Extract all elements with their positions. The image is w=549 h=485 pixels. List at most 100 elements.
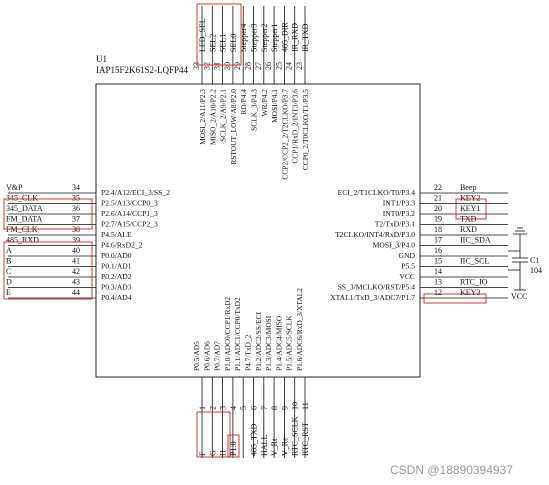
pin-number-43: 43 [72,278,80,287]
pin-number-44: 44 [72,288,80,297]
net-label-345-data: 345_DATA [6,204,43,213]
net-label-beep: Beep [460,183,476,192]
net-label-c: C [6,267,11,276]
pin-number-14: 14 [434,267,442,276]
pin-number-20: 20 [434,204,442,213]
net-label-stepper3: Stepper3 [250,24,259,52]
pin-number-32: 32 [202,62,211,70]
pin-name-9: P1.4/ADC4/MISO [274,315,283,371]
net-label-b: B [6,257,11,266]
pin-name-2: P0.6/AD6 [202,341,211,371]
net-label-fm-data: FM_DATA [6,215,42,224]
pin-number-39: 39 [72,236,80,245]
pin-name-25: CCP2/CCP2_2/T2CLKO/P3.7 [280,89,289,180]
net-label-rtc-sclk: RTC_SCLK [291,416,300,456]
pin-name-12: XTAL1/TxD_3/ADC7/P1.7 [330,293,415,302]
top-pin-group: 33MOSI_2/A11/P2.3LED_SEL32MISO_2/A10/P2.… [192,3,310,180]
net-label-key3: KEY3 [460,288,480,297]
pin-name-1: P0.5/AD5 [192,341,201,371]
net-label-iic-sda: IIC_SDA [460,236,491,245]
pin-number-34: 34 [72,183,80,192]
watermark: CSDN @18890394937 [390,463,513,477]
net-label-stepper1: Stepper1 [270,24,279,52]
capacitor-value: 104 [530,266,542,275]
pin-name-20: INT0/P3.2 [383,209,415,218]
pin-number-2: 2 [208,406,217,410]
pin-name-22: ECI_2/T1CLKO/T0/P3.4 [338,188,416,197]
net-label-sel2: SEL2 [208,34,217,52]
net-label-485-dir: 485_DIR [280,22,289,52]
pin-name-34: P2.4/A12/ECI_3/SS_2 [101,188,170,197]
pin-name-17: MOSI_3/P4.0 [373,241,416,250]
net-label-485-rxd: 485_RXD [6,236,39,245]
pin-number-24: 24 [285,62,294,70]
pin-number-7: 7 [260,406,269,410]
chip-ref: U1 [96,54,107,64]
net-label-p1-0: P1.0 [229,442,238,456]
pin-name-29: RD/P4.4 [239,89,248,115]
pin-name-5: P1.1/ADC1/CCP0/TxD2 [233,297,242,371]
net-label-rxd: RXD [460,225,477,234]
net-label-e: E [6,288,11,297]
net-label-485-txd: 485_TXD [250,423,259,456]
highlight-box-bottom-p10 [227,434,240,458]
pin-name-16: GND [399,251,416,260]
pin-number-21: 21 [434,194,442,203]
pin-number-6: 6 [250,406,259,410]
net-label-ir-rxd: IR_RXD [291,23,300,52]
pin-number-37: 37 [72,215,80,224]
net-label-f: F [198,451,207,456]
pin-name-10: P1.5/ADC5/SCLK [285,315,294,371]
pin-name-4: P1.0/ADC0/CCP1/RxD2 [223,297,232,371]
pin-number-28: 28 [244,62,253,70]
pin-name-35: P2.5/A13/CCP0_3 [101,199,158,208]
pin-name-40: P0.0/AD0 [101,251,132,260]
pin-number-18: 18 [434,225,442,234]
net-label-fm-clk: FM_CLK [6,225,38,234]
net-label-ir-txd: IR_TXD [301,23,310,52]
pin-number-9: 9 [280,406,289,410]
chip-body [95,83,421,378]
pin-name-7: P1.2/ADC2/SS/ECI [254,312,263,371]
pin-number-3: 3 [219,406,228,410]
pin-name-39: P4.6/RxD2_2 [101,241,143,250]
net-label-d: D [6,278,12,287]
pin-number-30: 30 [223,62,232,70]
pin-name-30: RSTOUT_LOW/A8/P2.0 [229,89,238,165]
net-label-hall: HALL [260,435,269,456]
pin-number-11: 11 [301,402,310,410]
pin-name-27: WR/P4.2 [260,89,269,117]
pin-number-41: 41 [72,257,80,266]
net-label-key1: KEY1 [460,204,480,213]
pin-name-32: MISO_2/A10/P2.2 [208,89,217,145]
highlight-box-bottom-fgh [196,411,231,458]
pin-name-38: P4.5/ALE [101,230,132,239]
pin-number-42: 42 [72,267,80,276]
pin-number-29: 29 [233,62,242,70]
pin-name-44: P0.4/AD4 [101,293,132,302]
left-pin-group: 34P2.4/A12/ECI_3/SS_2V&P35P2.5/A13/CCP0_… [3,183,170,302]
highlight-box-right-key3 [423,293,487,304]
pin-name-15: P5.5 [401,262,415,271]
pin-name-18: T2CLKO/INT4/RxD/P3.0 [335,230,415,239]
net-label-a: A [6,246,12,255]
pin-number-5: 5 [239,406,248,410]
pin-number-26: 26 [264,62,273,70]
pin-number-19: 19 [434,215,442,224]
net-label-stepper4: Stepper4 [239,24,248,52]
pin-number-12: 12 [434,288,442,297]
net-label-iic-scl: IIC_SCL [460,257,489,266]
net-label-stepper2: Stepper2 [260,24,269,52]
pin-number-33: 33 [192,62,201,70]
pin-name-6: P4.7/TxD_2 [244,334,253,371]
net-label-rtc-rst: RTC_RST [301,422,310,456]
highlight-box-left-lower [3,241,93,300]
pin-number-4: 4 [229,406,238,410]
pin-name-43: P0.3/AD3 [101,283,132,292]
pin-number-31: 31 [213,62,222,70]
pin-name-33: MOSI_2/A11/P2.3 [198,89,207,145]
pin-number-35: 35 [72,194,80,203]
net-label-g: G [208,450,217,456]
bottom-pin-group: 1P0.5/AD5F2P0.6/AD6G3P0.7/AD7H4P1.0/ADC0… [192,288,310,458]
